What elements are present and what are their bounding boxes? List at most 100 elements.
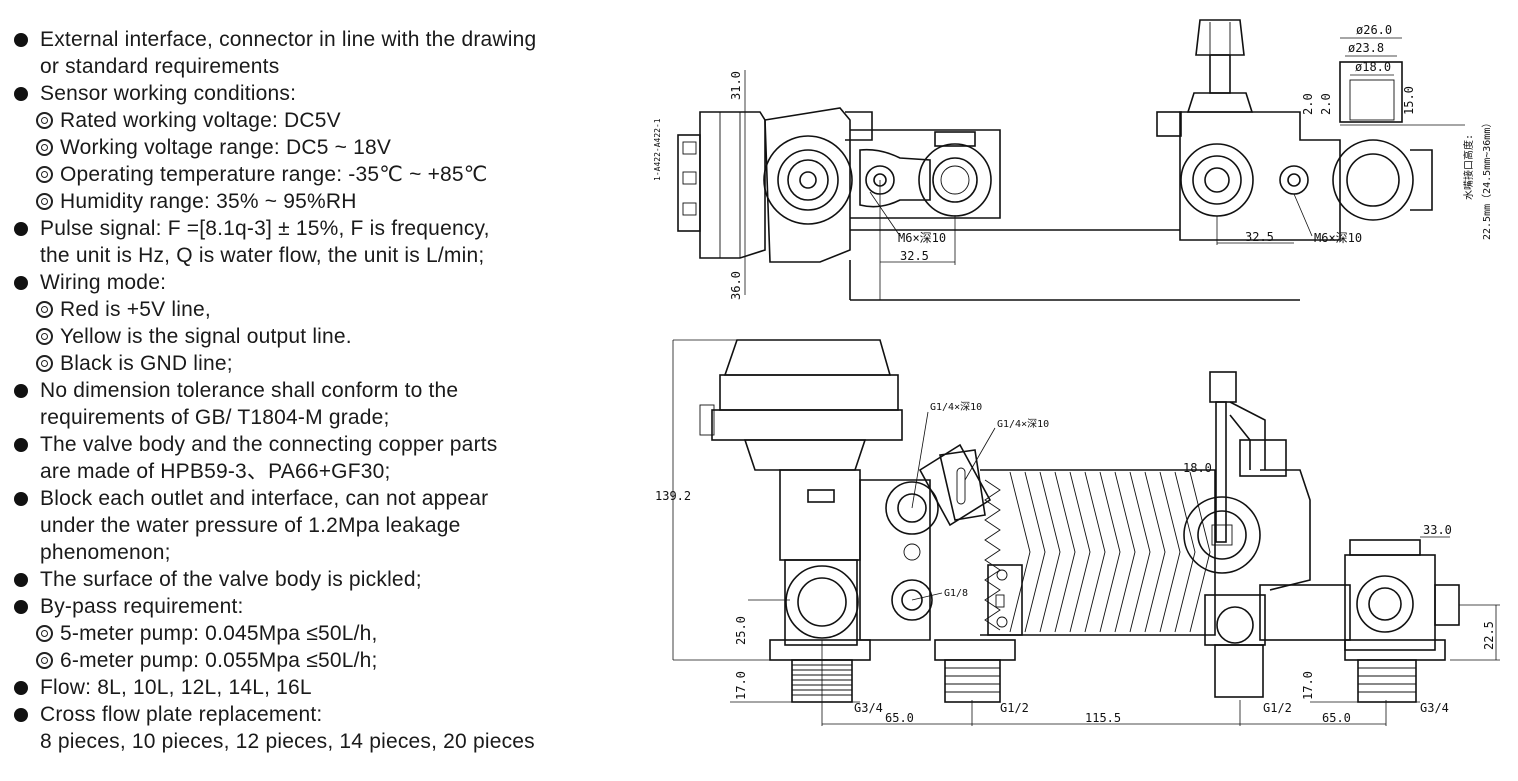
spec-continuation-line: the unit is Hz, Q is water flow, the uni…: [12, 242, 612, 269]
g34-left: G3/4: [854, 701, 883, 715]
spec-bullet-item: Flow: 8L, 10L, 12L, 14L, 16L: [12, 674, 612, 701]
spec-text: Yellow is the signal output line.: [60, 325, 352, 348]
dim-31: 31.0: [729, 71, 743, 100]
spec-text: Black is GND line;: [60, 352, 233, 375]
spec-text: Humidity range: 35% ~ 95%RH: [60, 190, 357, 213]
spec-continuation-line: are made of HPB59-3、PA66+GF30;: [12, 458, 612, 485]
double-circle-icon: [36, 112, 53, 129]
spec-text: Pulse signal: F =[8.1q-3] ± 15%, F is fr…: [40, 217, 490, 240]
g14-callout-a: G1/4×深10: [930, 401, 982, 413]
dim-115-5: 115.5: [1085, 711, 1121, 725]
dim-32-5-left: 32.5: [900, 249, 929, 263]
spec-continuation-line: 8 pieces, 10 pieces, 12 pieces, 14 piece…: [12, 728, 612, 755]
spec-bullet-item: Pulse signal: F =[8.1q-3] ± 15%, F is fr…: [12, 215, 612, 242]
g12-a: G1/2: [1000, 701, 1029, 715]
dim-65-left: 65.0: [885, 711, 914, 725]
double-circle-icon: [36, 625, 53, 642]
dim-18: 18.0: [1183, 461, 1212, 475]
spec-text: phenomenon;: [40, 541, 171, 564]
spec-sub-item: Yellow is the signal output line.: [12, 323, 612, 350]
spec-text: Rated working voltage: DC5V: [60, 109, 341, 132]
double-circle-icon: [36, 355, 53, 372]
spec-bullet-item: External interface, connector in line wi…: [12, 26, 612, 53]
spec-bullet-item: Wiring mode:: [12, 269, 612, 296]
spec-bullet-item: The surface of the valve body is pickled…: [12, 566, 612, 593]
spec-sub-item: Rated working voltage: DC5V: [12, 107, 612, 134]
double-circle-icon: [36, 301, 53, 318]
spec-text: 5-meter pump: 0.045Mpa ≤50L/h,: [60, 622, 378, 645]
spec-text: Flow: 8L, 10L, 12L, 14L, 16L: [40, 676, 312, 699]
spec-text: 8 pieces, 10 pieces, 12 pieces, 14 piece…: [40, 730, 535, 753]
spec-sub-item: Red is +5V line,: [12, 296, 612, 323]
spec-text: Block each outlet and interface, can not…: [40, 487, 489, 510]
specification-list: External interface, connector in line wi…: [12, 26, 612, 755]
dim-17-left: 17.0: [734, 671, 748, 700]
spec-bullet-item: Cross flow plate replacement:: [12, 701, 612, 728]
spec-text: the unit is Hz, Q is water flow, the uni…: [40, 244, 485, 267]
dim-15: 15.0: [1402, 86, 1416, 115]
connector-pin-label: 1-A422-A422-1: [653, 118, 662, 181]
spec-sub-item: Humidity range: 35% ~ 95%RH: [12, 188, 612, 215]
dim-22-5: 22.5: [1482, 621, 1496, 650]
note-line-2: 22.5mm（24.5mm~36mm）: [1481, 118, 1493, 240]
dim-32-5-right: 32.5: [1245, 230, 1274, 244]
spec-sub-item: Operating temperature range: -35℃ ~ +85℃: [12, 161, 612, 188]
spec-text: requirements of GB/ T1804-M grade;: [40, 406, 390, 429]
dim-139-2: 139.2: [655, 489, 691, 503]
g34-right: G3/4: [1420, 701, 1449, 715]
dim-17-right: 17.0: [1301, 671, 1315, 700]
top-view: 1-A422-A422-1: [653, 19, 1493, 301]
spec-sub-item: Black is GND line;: [12, 350, 612, 377]
spec-text: Working voltage range: DC5 ~ 18V: [60, 136, 392, 159]
spec-text: or standard requirements: [40, 55, 280, 78]
spec-continuation-line: under the water pressure of 1.2Mpa leaka…: [12, 512, 612, 539]
spec-text: The surface of the valve body is pickled…: [40, 568, 422, 591]
spec-bullet-item: Block each outlet and interface, can not…: [12, 485, 612, 512]
spec-text: Wiring mode:: [40, 271, 167, 294]
g12-b: G1/2: [1263, 701, 1292, 715]
dim-2-b: 2.0: [1319, 93, 1333, 115]
spec-sub-item: 6-meter pump: 0.055Mpa ≤50L/h;: [12, 647, 612, 674]
spec-continuation-line: requirements of GB/ T1804-M grade;: [12, 404, 612, 431]
spec-text: Red is +5V line,: [60, 298, 211, 321]
dia-26: ø26.0: [1356, 23, 1392, 37]
spec-continuation-line: phenomenon;: [12, 539, 612, 566]
spec-bullet-item: Sensor working conditions:: [12, 80, 612, 107]
spec-text: are made of HPB59-3、PA66+GF30;: [40, 460, 391, 483]
dim-25: 25.0: [734, 616, 748, 645]
double-circle-icon: [36, 139, 53, 156]
m6-right: M6×深10: [1314, 231, 1362, 245]
g14-callout-b: G1/4×深10: [997, 418, 1049, 430]
m6-left: M6×深10: [898, 231, 946, 245]
spec-text: Cross flow plate replacement:: [40, 703, 323, 726]
front-view: 139.2: [655, 339, 1500, 726]
dim-33: 33.0: [1423, 523, 1452, 537]
spec-text: No dimension tolerance shall conform to …: [40, 379, 459, 402]
double-circle-icon: [36, 652, 53, 669]
dia-18: ø18.0: [1355, 60, 1391, 74]
g18-callout: G1/8: [944, 588, 968, 599]
spec-continuation-line: or standard requirements: [12, 53, 612, 80]
dim-36: 36.0: [729, 271, 743, 300]
spec-text: Sensor working conditions:: [40, 82, 297, 105]
dia-23-8: ø23.8: [1348, 41, 1384, 55]
spec-bullet-item: No dimension tolerance shall conform to …: [12, 377, 612, 404]
spec-text: 6-meter pump: 0.055Mpa ≤50L/h;: [60, 649, 378, 672]
spec-text: External interface, connector in line wi…: [40, 28, 537, 51]
spec-text: By-pass requirement:: [40, 595, 244, 618]
spec-sub-item: 5-meter pump: 0.045Mpa ≤50L/h,: [12, 620, 612, 647]
dim-2-a: 2.0: [1301, 93, 1315, 115]
exchanger-plates: [1009, 471, 1211, 633]
spec-text: under the water pressure of 1.2Mpa leaka…: [40, 514, 461, 537]
double-circle-icon: [36, 166, 53, 183]
spec-bullet-item: The valve body and the connecting copper…: [12, 431, 612, 458]
double-circle-icon: [36, 328, 53, 345]
spec-text: Operating temperature range: -35℃ ~ +85℃: [60, 163, 488, 186]
spec-sub-item: Working voltage range: DC5 ~ 18V: [12, 134, 612, 161]
spec-bullet-item: By-pass requirement:: [12, 593, 612, 620]
double-circle-icon: [36, 193, 53, 210]
dim-65-right: 65.0: [1322, 711, 1351, 725]
spec-text: The valve body and the connecting copper…: [40, 433, 498, 456]
note-line-1: 水嘴接口高度:: [1462, 134, 1475, 200]
